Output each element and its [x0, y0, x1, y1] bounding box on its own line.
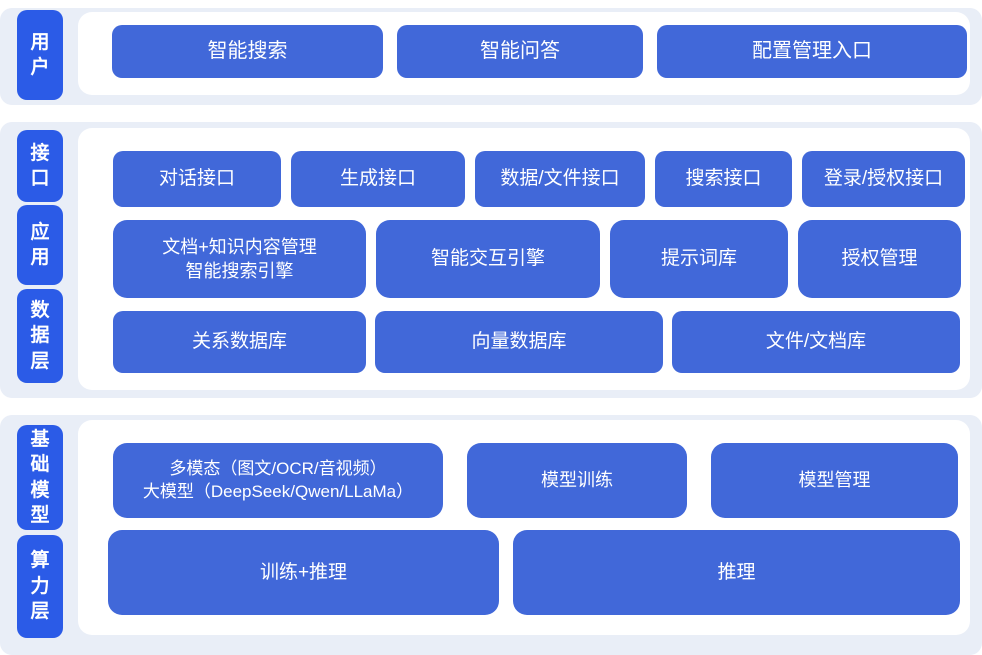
node-inference: 推理: [513, 530, 960, 615]
middle-layer-card: 对话接口 生成接口 数据/文件接口 搜索接口 登录/授权接口 文档+知识内容管理…: [78, 128, 970, 390]
node-login-auth-api: 登录/授权接口: [802, 151, 965, 207]
layer-label-user-text: 用户: [30, 31, 50, 78]
node-doc-knowledge-management: 文档+知识内容管理 智能搜索引擎: [113, 220, 366, 298]
node-dialogue-api: 对话接口: [113, 151, 281, 207]
node-config-management-entry: 配置管理入口: [657, 25, 967, 78]
foundation-model-row: 多模态（图文/OCR/音视频） 大模型（DeepSeek/Qwen/LLaMa）…: [113, 443, 958, 518]
user-layer-row: 智能搜索 智能问答 配置管理入口: [112, 25, 967, 78]
node-multimodal-llm: 多模态（图文/OCR/音视频） 大模型（DeepSeek/Qwen/LLaMa）: [113, 443, 443, 518]
layer-band-middle: 接口 应用 数据层 对话接口 生成接口 数据/文件接口 搜索接口 登录/授权接口…: [0, 122, 982, 398]
compute-row: 训练+推理 推理: [108, 530, 960, 615]
node-model-management: 模型管理: [711, 443, 958, 518]
node-search-api: 搜索接口: [655, 151, 792, 207]
layer-label-interface: 接口: [17, 130, 63, 202]
node-generation-api: 生成接口: [291, 151, 465, 207]
node-vector-database: 向量数据库: [375, 311, 663, 373]
node-authorization-management: 授权管理: [798, 220, 961, 298]
layer-label-application-text: 应用: [30, 221, 50, 268]
layer-label-interface-text: 接口: [30, 142, 50, 189]
node-training-inference: 训练+推理: [108, 530, 499, 615]
node-intelligent-interaction-engine: 智能交互引擎: [376, 220, 600, 298]
node-prompt-library: 提示词库: [610, 220, 788, 298]
layer-label-compute-text: 算力层: [30, 550, 50, 623]
data-row: 关系数据库 向量数据库 文件/文档库: [113, 311, 960, 373]
layer-label-application: 应用: [17, 205, 63, 285]
node-intelligent-qa: 智能问答: [397, 25, 643, 78]
layer-label-foundation-model: 基础模型: [17, 425, 63, 530]
node-file-document-store: 文件/文档库: [672, 311, 960, 373]
node-relational-database: 关系数据库: [113, 311, 366, 373]
layer-label-data-text: 数据层: [30, 299, 50, 372]
user-layer-card: 智能搜索 智能问答 配置管理入口: [78, 12, 970, 95]
layer-label-compute: 算力层: [17, 535, 63, 638]
layer-band-bottom: 基础模型 算力层 多模态（图文/OCR/音视频） 大模型（DeepSeek/Qw…: [0, 415, 982, 655]
node-data-file-api: 数据/文件接口: [475, 151, 645, 207]
layer-band-user: 用户 智能搜索 智能问答 配置管理入口: [0, 8, 982, 105]
node-intelligent-search: 智能搜索: [112, 25, 383, 78]
layer-label-user: 用户: [17, 10, 63, 100]
node-model-training: 模型训练: [467, 443, 687, 518]
layer-label-foundation-model-text: 基础模型: [30, 428, 50, 526]
application-row: 文档+知识内容管理 智能搜索引擎 智能交互引擎 提示词库 授权管理: [113, 220, 961, 298]
layer-label-data: 数据层: [17, 289, 63, 383]
bottom-layer-card: 多模态（图文/OCR/音视频） 大模型（DeepSeek/Qwen/LLaMa）…: [78, 420, 970, 635]
interface-row: 对话接口 生成接口 数据/文件接口 搜索接口 登录/授权接口: [113, 151, 965, 207]
